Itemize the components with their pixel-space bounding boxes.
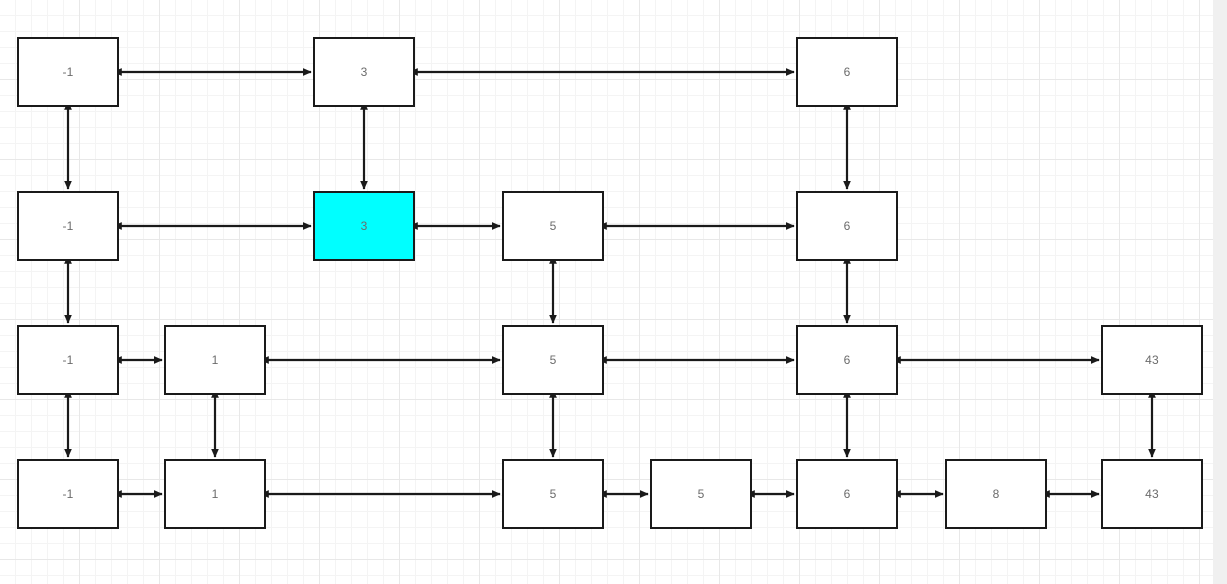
node-label: -1 — [62, 219, 74, 233]
node-label: 3 — [360, 219, 368, 233]
node-label: -1 — [62, 487, 74, 501]
node-n11[interactable]: -1 — [17, 37, 119, 107]
node-n46[interactable]: 6 — [796, 459, 898, 529]
node-label: 6 — [843, 487, 851, 501]
node-n32[interactable]: 1 — [164, 325, 266, 395]
node-n23[interactable]: 3 — [313, 191, 415, 261]
node-label: -1 — [62, 65, 74, 79]
node-n47[interactable]: 43 — [1101, 459, 1203, 529]
node-label: -1 — [62, 353, 74, 367]
node-n45b[interactable]: 5 — [650, 459, 752, 529]
node-label: 43 — [1145, 487, 1159, 501]
node-n25[interactable]: 5 — [502, 191, 604, 261]
node-label: 6 — [843, 65, 851, 79]
node-label: 5 — [549, 353, 557, 367]
node-label: 6 — [843, 353, 851, 367]
vertical-scrollbar[interactable] — [1213, 0, 1227, 584]
node-n48[interactable]: 8 — [945, 459, 1047, 529]
node-label: 43 — [1145, 353, 1159, 367]
node-label: 8 — [992, 487, 1000, 501]
node-n36[interactable]: 6 — [796, 325, 898, 395]
node-n35[interactable]: 5 — [502, 325, 604, 395]
node-label: 5 — [549, 487, 557, 501]
node-label: 5 — [549, 219, 557, 233]
node-n26[interactable]: 6 — [796, 191, 898, 261]
node-n37[interactable]: 43 — [1101, 325, 1203, 395]
node-n31[interactable]: -1 — [17, 325, 119, 395]
node-n16[interactable]: 6 — [796, 37, 898, 107]
node-label: 1 — [211, 487, 219, 501]
node-label: 3 — [360, 65, 368, 79]
node-n45[interactable]: 5 — [502, 459, 604, 529]
node-n13[interactable]: 3 — [313, 37, 415, 107]
node-n42[interactable]: 1 — [164, 459, 266, 529]
node-label: 1 — [211, 353, 219, 367]
node-n21[interactable]: -1 — [17, 191, 119, 261]
node-n41[interactable]: -1 — [17, 459, 119, 529]
node-label: 6 — [843, 219, 851, 233]
node-label: 5 — [697, 487, 705, 501]
